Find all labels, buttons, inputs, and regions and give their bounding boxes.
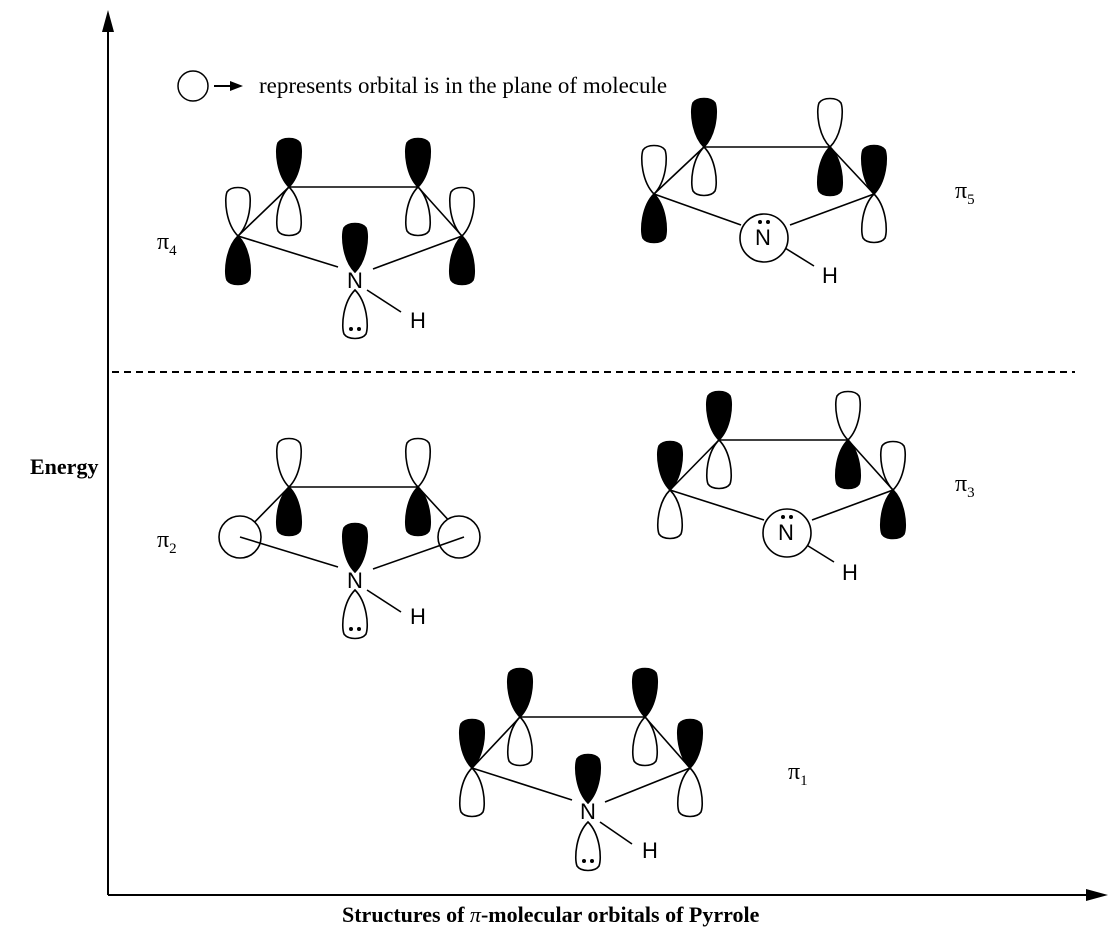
pi1-lone-pair-dot [582, 859, 586, 863]
orbital-pi4 [224, 137, 476, 340]
pi5-label: π5 [955, 178, 975, 208]
pi2-hydrogen: H [410, 604, 426, 629]
pi3-label: π3 [955, 471, 975, 501]
x-axis-arrowhead [1086, 889, 1108, 901]
y-axis-label: Energy [30, 454, 99, 479]
legend-arrowhead [230, 81, 243, 91]
pi3-hydrogen: H [842, 560, 858, 585]
orbital-pi2 [218, 437, 481, 640]
legend-symbol [177, 70, 243, 102]
pi1-label: π1 [788, 759, 808, 789]
pi1-nitrogen: N [580, 799, 596, 824]
pi1-lone-pair-dot [590, 859, 594, 863]
pi4-lone-pair-dot [349, 327, 353, 331]
y-axis-arrowhead [102, 10, 114, 32]
pi3-lone-pair-dot [789, 515, 793, 519]
pi5-lone-pair-dot [758, 220, 762, 224]
orbital-pi3 [656, 390, 907, 563]
in-plane-orbital-icon [177, 70, 209, 102]
pi4-hydrogen: H [410, 308, 426, 333]
pi3-lone-pair-dot [781, 515, 785, 519]
x-axis-label-suffix: -molecular orbitals of Pyrrole [480, 902, 760, 927]
pi2-nitrogen: N [347, 568, 363, 593]
x-axis-label-prefix: Structures of [342, 902, 470, 927]
x-axis-label-symbol: π [469, 902, 481, 927]
pi3-nitrogen: N [778, 520, 794, 545]
pi2-lone-pair-dot [349, 627, 353, 631]
orbital-pi5 [640, 97, 888, 267]
pi5-lone-pair-dot [766, 220, 770, 224]
pi5-hydrogen: H [822, 263, 838, 288]
x-axis-label: Structures of π-molecular orbitals of Py… [342, 904, 759, 926]
pi2-lone-pair-dot [357, 627, 361, 631]
pi4-nitrogen: N [347, 268, 363, 293]
axes [107, 22, 1092, 896]
orbital-pi1 [458, 667, 704, 872]
pi5-nitrogen: N [755, 225, 771, 250]
legend-text: represents orbital is in the plane of mo… [259, 73, 668, 98]
pi1-hydrogen: H [642, 838, 658, 863]
pi4-label: π4 [157, 229, 177, 259]
pi2-label: π2 [157, 527, 177, 557]
pi4-lone-pair-dot [357, 327, 361, 331]
